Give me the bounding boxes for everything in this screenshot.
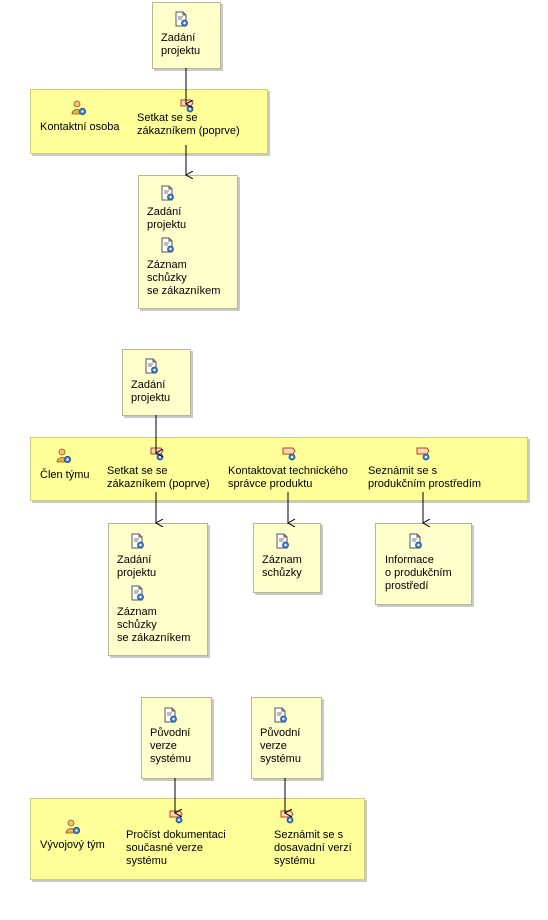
task-label[interactable]: Pročíst dokumentaci současné verze systé… [126,829,226,867]
d1-input-artifact-box[interactable]: Zadání projektu [152,2,221,69]
artifact-label: Zadání projektu [131,379,171,404]
d1-role-lane: Kontaktní osoba Setkat se se zákazníkem … [30,89,268,154]
artifact-label: Zadání projektu [147,206,187,231]
task-label[interactable]: Setkat se se zákazníkem (poprve) [107,465,210,490]
d2-role-lane: Člen týmu Setkat se se zákazníkem (poprv… [30,437,528,501]
d2-output-artifact-box-3[interactable]: Informace o produkčním prostředí [375,523,472,605]
task-label[interactable]: Seznámit se s dosavadní verzí systému [274,829,352,867]
d3-role-lane: Vývojový tým Pročíst dokumentaci současn… [30,798,365,880]
task-label[interactable]: Seznámit se s produkčním prostředím [368,465,482,490]
d3-input-artifact-box-2[interactable]: Původní verze systému [251,697,322,779]
artifact-label: Zadání projektu [161,32,201,57]
artifact-label: Záznam schůzky se zákazníkem [147,259,221,297]
d2-output-artifact-box-1[interactable]: Zadání projektu Záznam schůzky se zákazn… [108,523,208,656]
d3-input-artifact-box-1[interactable]: Původní verze systému [141,697,212,779]
d1-output-artifact-box[interactable]: Zadání projektu Záznam schůzky se zákazn… [138,175,238,309]
artifact-label: Původní verze systému [150,727,191,765]
task-label[interactable]: Kontaktovat technického správce produktu [228,465,348,490]
artifact-label: Záznam schůzky se zákazníkem [117,606,191,644]
role-label: Vývojový tým [40,839,105,851]
artifact-label: Zadání projektu [117,554,157,579]
task-label[interactable]: Setkat se se zákazníkem (poprve) [137,112,240,137]
artifact-label: Původní verze systému [260,727,301,765]
role-label: Kontaktní osoba [40,121,120,133]
artifact-label: Záznam schůzky [262,554,302,579]
artifact-label: Informace o produkčním prostředí [385,554,452,592]
role-label: Člen týmu [40,469,90,481]
